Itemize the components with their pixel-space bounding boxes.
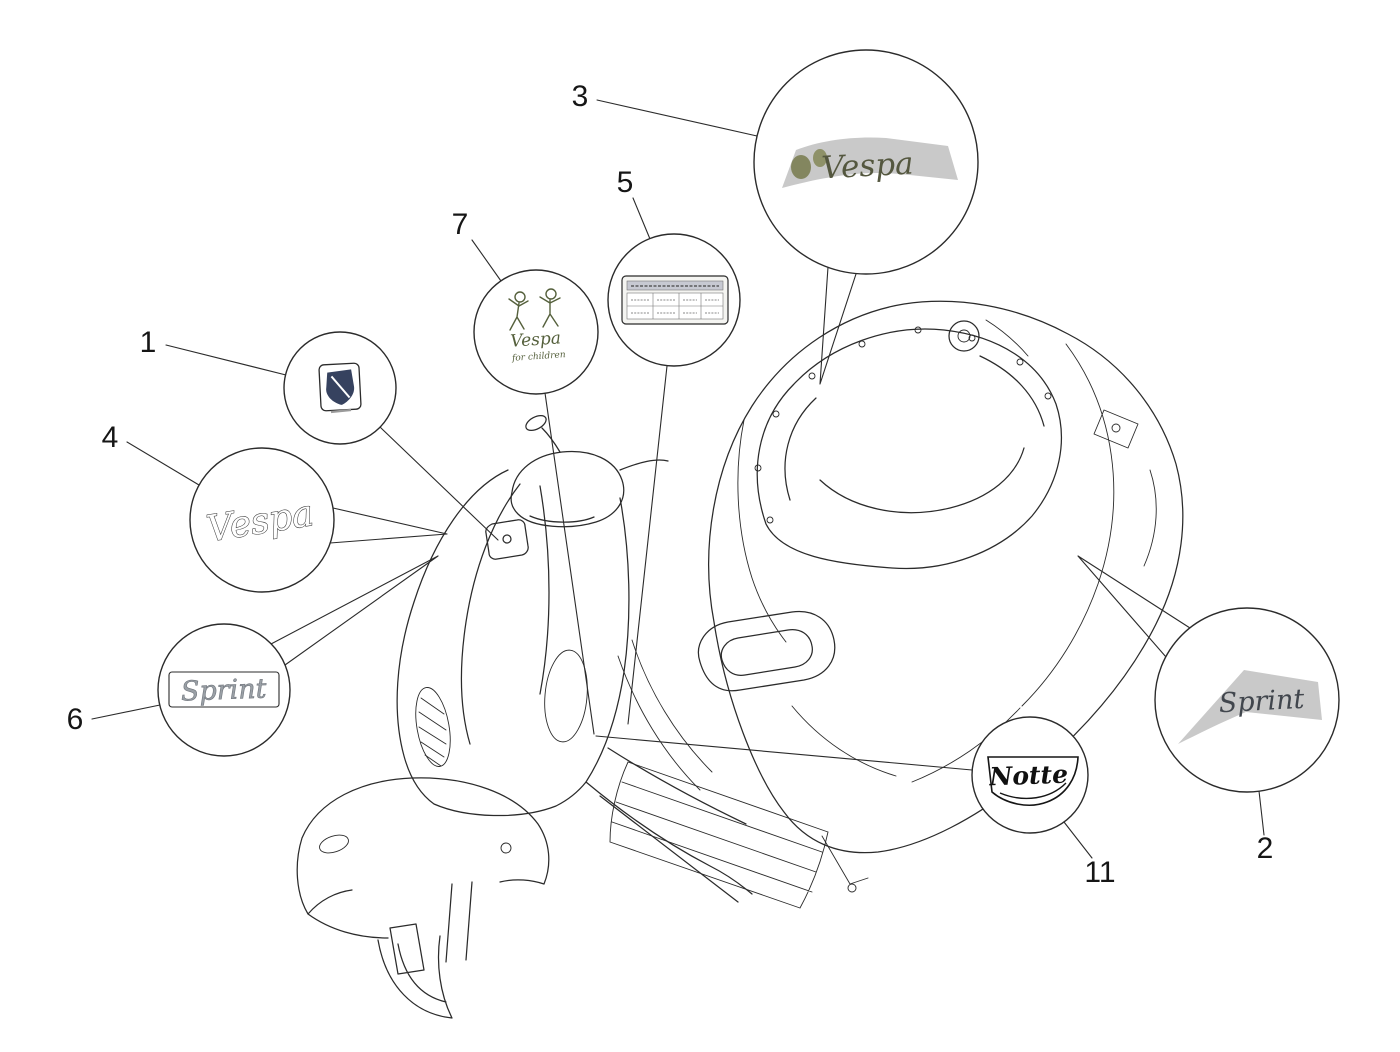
callout-6-number: 6 (67, 703, 84, 736)
vespa-script-text: Vespa (510, 328, 562, 351)
callout-11: Notte (971, 716, 1089, 834)
emblem-wordmark-bar (330, 408, 352, 414)
body-panel-lines (617, 319, 1157, 885)
body-outline (708, 300, 1184, 854)
piaggio-shield-icon (318, 362, 362, 412)
decal-texture (791, 155, 811, 179)
sprint-nameplate-text: Sprint (180, 674, 267, 708)
callout-5-number: 5 (617, 166, 634, 199)
callout-7: Vespa for children (473, 269, 599, 395)
fender-bolt (500, 842, 512, 854)
callout-2: Sprint (1154, 607, 1340, 793)
floorboard (585, 747, 829, 909)
callout-1 (283, 331, 397, 445)
vespa-decal-text: Vespa (821, 146, 915, 187)
for-children-text: for children (511, 350, 566, 364)
callout-7-number: 7 (452, 208, 469, 241)
recess-hatching (418, 697, 447, 767)
grab-handle (697, 610, 836, 692)
notte-badge-outline (987, 756, 1079, 806)
callout-4: Vespa (189, 447, 335, 593)
rim-screws (754, 326, 1052, 524)
callout-5 (607, 233, 741, 367)
callout-7-balloon (473, 269, 599, 395)
children-figures-icon (508, 288, 561, 331)
floor-ribs (609, 761, 829, 909)
decal-texture (813, 149, 827, 167)
mirror-stub (525, 414, 547, 432)
sprint-decal-background (1178, 670, 1322, 744)
front-fender-wheel (296, 777, 550, 1019)
nameplate-frame (168, 671, 280, 708)
scooter-front-view (296, 414, 829, 1019)
vespa-decal-background (782, 137, 958, 188)
scooter-rear-body (617, 300, 1184, 893)
fender-slot (319, 834, 349, 854)
handlebar-headset (510, 414, 669, 528)
callout-4-balloon (189, 447, 335, 593)
callout-4-number: 4 (102, 421, 119, 454)
callout-6: Sprint (157, 623, 291, 757)
latch-detail (1111, 423, 1121, 433)
legshield-inner-oval (544, 649, 588, 743)
sprint-decal-text: Sprint (1218, 684, 1305, 719)
fuel-filler-cap-center (957, 329, 971, 343)
callout-leader-lines (91, 99, 1265, 859)
stand-pivot (847, 883, 857, 893)
steering-lock-emblem-location (485, 519, 529, 560)
identification-data-plate (621, 275, 729, 325)
fuel-filler-cap (948, 320, 980, 352)
legshield (396, 469, 630, 817)
shield-recess (415, 687, 451, 767)
callout-1-number: 1 (140, 326, 157, 359)
callout-11-number: 11 (1084, 856, 1115, 889)
notte-badge-swoosh (999, 782, 1067, 800)
notte-badge-text: Notte (988, 760, 1068, 792)
callout-3-number: 3 (572, 80, 589, 113)
callout-3: Vespa (753, 49, 979, 275)
underseat-bucket (756, 328, 1062, 570)
callout-2-number: 2 (1257, 832, 1274, 865)
